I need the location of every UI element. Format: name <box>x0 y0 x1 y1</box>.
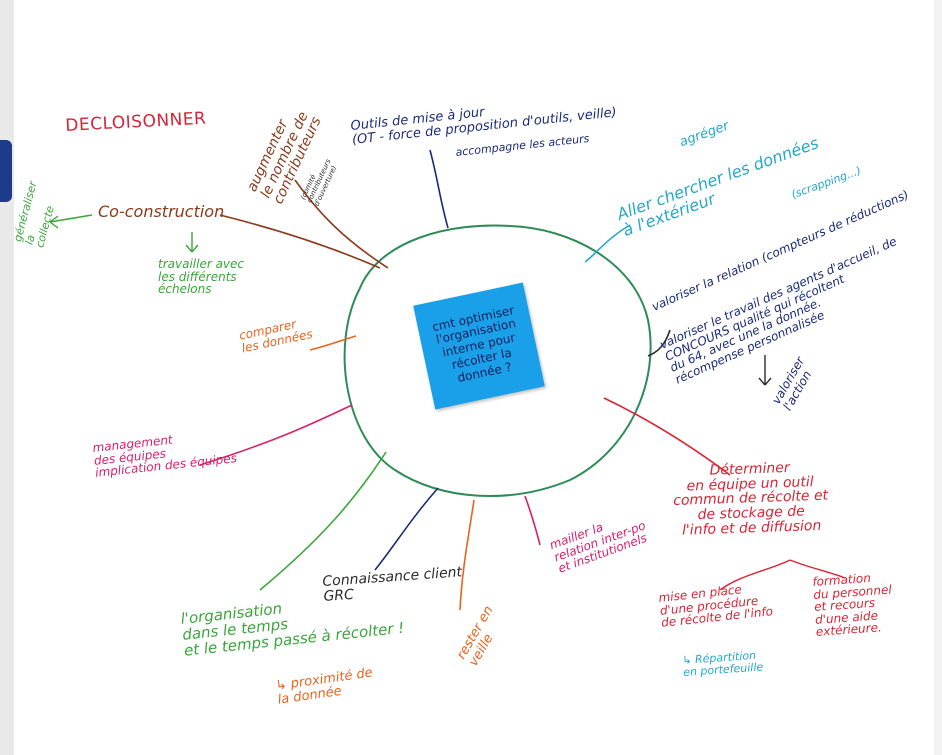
branch-line-agreger <box>584 224 631 263</box>
branch-line-coconstruction <box>219 214 381 269</box>
branch-line-connaissance <box>374 487 439 571</box>
label-repartition: ↳ Répartition en portefeuille <box>681 648 764 679</box>
branch-line-valoriser <box>647 329 671 357</box>
branch-line-mailler <box>524 495 541 546</box>
branch-line-outils <box>429 149 449 229</box>
branch-line-organisation <box>259 451 387 591</box>
branch-line-management <box>199 404 353 466</box>
label-formation: formation du personnel et recours d'une … <box>811 570 893 640</box>
branch-split-determiner <box>719 559 846 591</box>
central-circle <box>343 224 652 498</box>
label-co-construction: Co-construction <box>98 202 225 221</box>
binder-tab <box>0 140 12 202</box>
central-question: cmt optimiser l'organisation interne pou… <box>430 302 518 385</box>
arrow-coconstruction-down <box>185 232 199 253</box>
page-right-edge <box>934 0 942 755</box>
branch-line-determiner <box>603 397 731 476</box>
branch-line-rester <box>459 499 475 611</box>
label-determiner: Déterminer en équipe un outil commun de … <box>672 459 829 539</box>
label-travailler: travailler avec les différents échelons <box>158 257 245 297</box>
arrow-coconstruction-left <box>49 214 93 229</box>
arrow-valoriser-down <box>758 355 772 386</box>
branch-line-comparer <box>309 335 357 351</box>
branch-line-augmenter <box>294 179 389 269</box>
